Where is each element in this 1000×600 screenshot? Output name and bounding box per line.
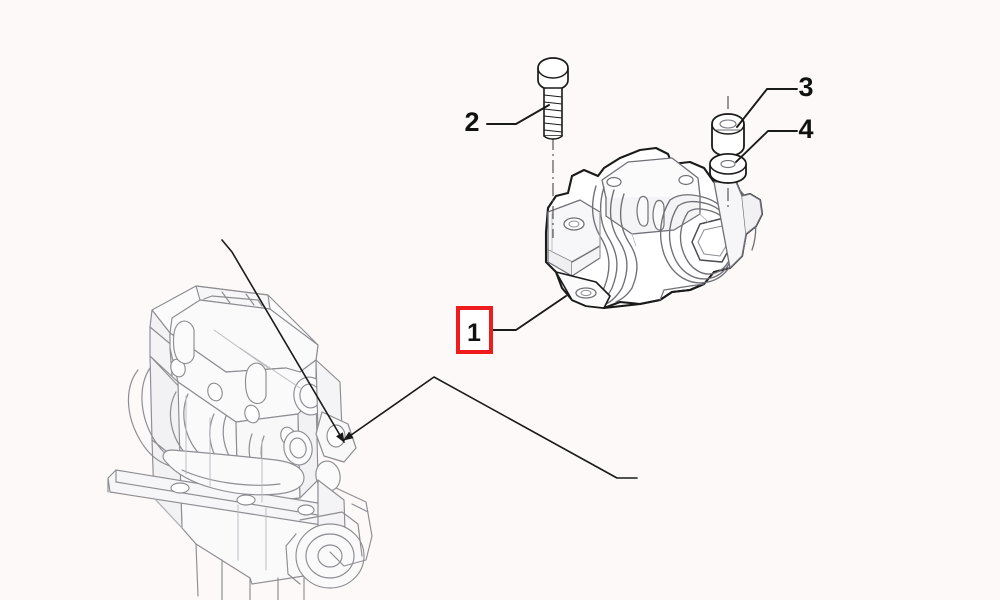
callout-1-label: 1 (467, 319, 481, 347)
callout-3-leader (736, 88, 798, 128)
assembly-leader-lower (343, 376, 638, 479)
callout-4[interactable]: 4 (798, 114, 813, 144)
callout-leaders-group (486, 88, 798, 331)
callout-2-label: 2 (464, 107, 479, 137)
callout-2[interactable]: 2 (464, 107, 479, 137)
callout-1-highlight-box (456, 306, 493, 354)
assembly-leaders-group (221, 239, 638, 479)
callout-3[interactable]: 3 (798, 72, 813, 102)
callout-4-label: 4 (798, 114, 813, 144)
callout-2-leader (486, 104, 550, 125)
engine-mount-bracket (544, 146, 764, 310)
engine-block-assembly (107, 285, 373, 600)
callout-1[interactable]: 1 (456, 306, 493, 354)
callout-3-label: 3 (798, 72, 813, 102)
callout-4-leader (735, 130, 798, 163)
hex-nut (711, 113, 745, 157)
mounting-bolt (537, 57, 569, 140)
callout-1-leader (490, 295, 567, 331)
assembly-leader-upper (221, 239, 345, 443)
flat-washer (709, 153, 747, 184)
